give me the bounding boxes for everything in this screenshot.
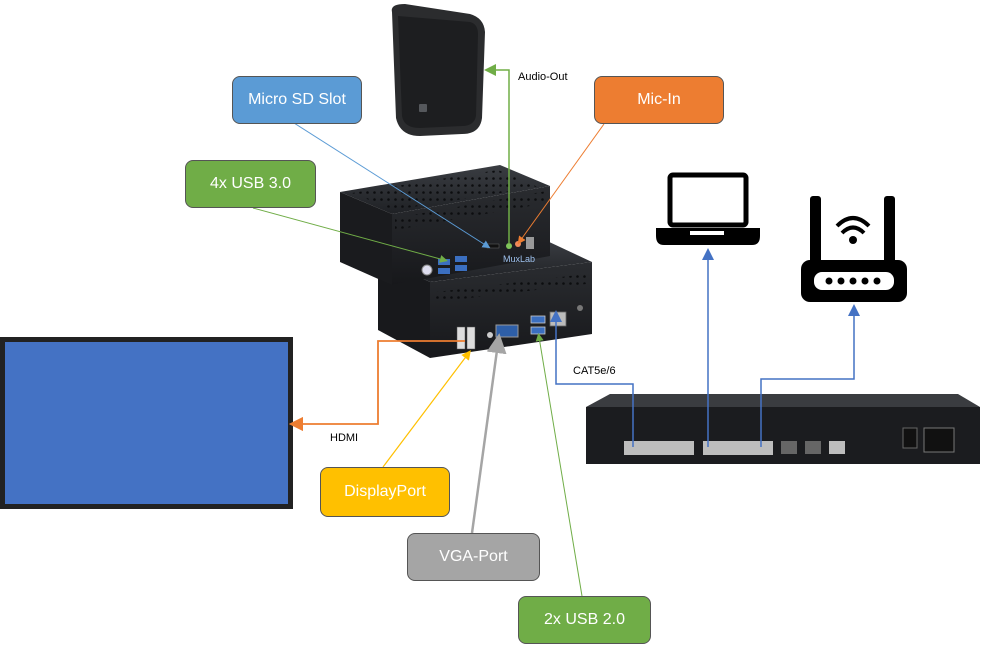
micro-sd-line xyxy=(293,122,491,249)
audio-out-label: Audio-Out xyxy=(518,71,568,83)
usb2-line xyxy=(535,333,583,597)
usb3-callout: 4x USB 3.0 xyxy=(185,160,316,208)
brand-logo: MuxLab xyxy=(503,254,535,264)
network-switch-icon xyxy=(586,394,980,464)
audio-out-line xyxy=(484,64,510,244)
micro-sd-callout: Micro SD Slot xyxy=(232,76,362,124)
router-line xyxy=(760,304,860,447)
displayport-callout: DisplayPort xyxy=(320,467,450,517)
cat5-line xyxy=(550,310,634,447)
mic-in-line xyxy=(517,123,605,245)
usb2-callout: 2x USB 2.0 xyxy=(518,596,651,644)
displayport-line xyxy=(382,350,471,468)
hdmi-label: HDMI xyxy=(330,432,359,444)
speaker-icon xyxy=(391,4,485,136)
vga-callout: VGA-Port xyxy=(407,533,540,581)
wifi-router-icon xyxy=(801,196,907,302)
hdmi-line xyxy=(288,340,465,432)
vga-line xyxy=(470,333,507,534)
usb3-line xyxy=(252,207,448,263)
cat5-label: CAT5e/6 xyxy=(573,365,616,377)
mic-in-callout: Mic-In xyxy=(594,76,724,124)
laptop-icon xyxy=(656,172,760,245)
monitor-icon xyxy=(0,337,293,509)
